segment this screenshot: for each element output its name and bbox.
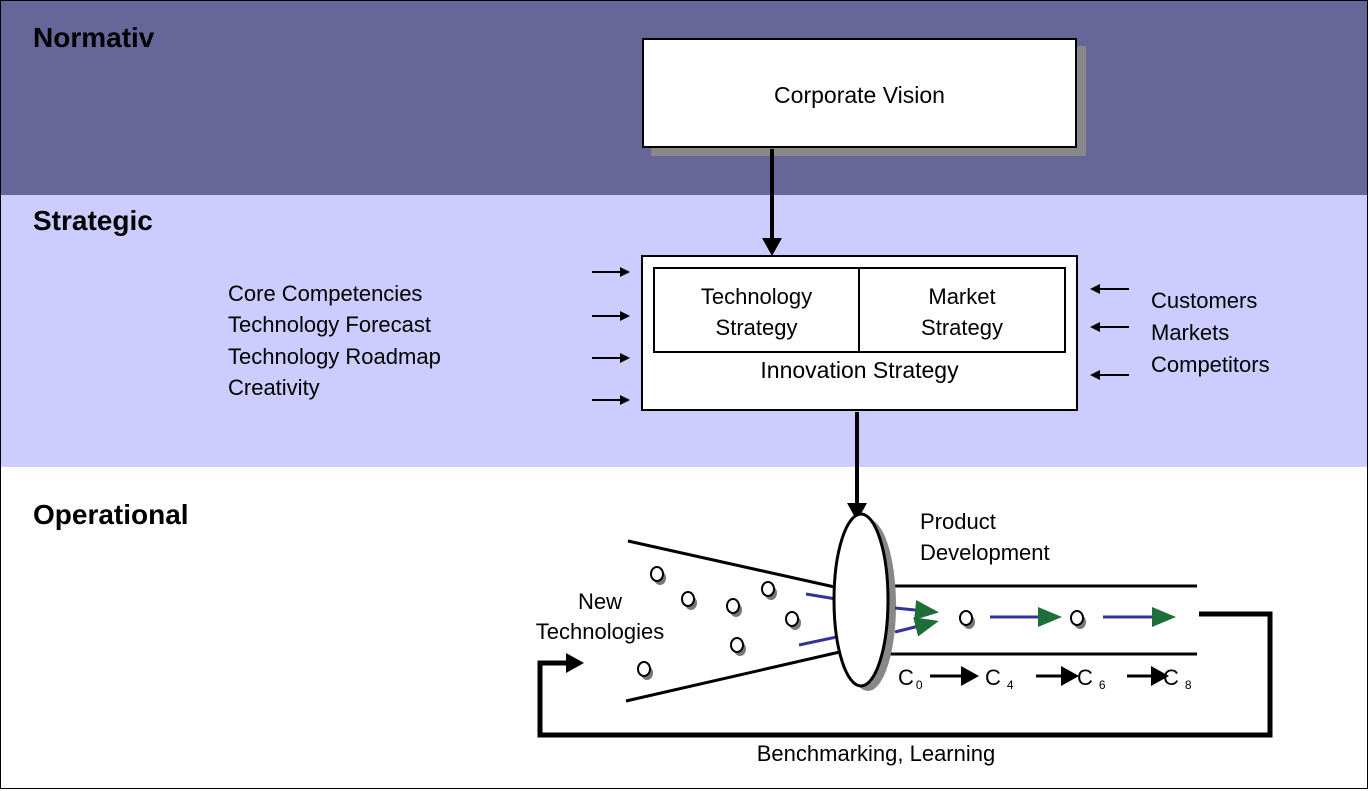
new-technologies-line1: New bbox=[577, 589, 622, 614]
market-strategy-line2: Strategy bbox=[921, 315, 1003, 340]
layer-title-strategic: Strategic bbox=[33, 205, 153, 236]
feedback-loop bbox=[537, 611, 1273, 738]
bubble-6 bbox=[730, 637, 746, 656]
right-input-competitors: Competitors bbox=[1151, 352, 1270, 377]
left-input-technology-roadmap: Technology Roadmap bbox=[228, 344, 441, 369]
stage-c4-letter: C bbox=[985, 665, 1001, 690]
bubble-3 bbox=[726, 598, 742, 617]
right-input-markets: Markets bbox=[1151, 320, 1230, 345]
stage-c0-sub: 0 bbox=[915, 678, 923, 692]
bubble-9 bbox=[1070, 610, 1086, 629]
technology-bubbles bbox=[637, 566, 1086, 680]
left-input-creativity: Creativity bbox=[228, 375, 320, 400]
new-technologies-line2: Technologies bbox=[535, 619, 665, 644]
corporate-vision-box bbox=[642, 38, 1077, 148]
right-input-arrows bbox=[1090, 284, 1129, 380]
layer-title-normativ: Normativ bbox=[33, 22, 155, 53]
market-strategy-line1: Market bbox=[928, 284, 996, 309]
innovation-strategy-label: Innovation Strategy bbox=[760, 357, 959, 383]
stage-c8-sub: 8 bbox=[1184, 678, 1192, 692]
left-input-arrows bbox=[592, 267, 630, 405]
stage-c0-letter: C bbox=[898, 665, 914, 690]
left-input-technology-forecast: Technology Forecast bbox=[228, 312, 431, 337]
bubble-1 bbox=[650, 566, 666, 585]
technology-strategy-box bbox=[653, 267, 860, 353]
bubble-7 bbox=[637, 661, 653, 680]
stage-c4-sub: 4 bbox=[1006, 678, 1014, 692]
product-development-line2: Development bbox=[920, 540, 1050, 565]
right-input-customers: Customers bbox=[1151, 288, 1258, 313]
lens bbox=[832, 512, 890, 688]
market-strategy-box bbox=[858, 267, 1066, 353]
bubble-5 bbox=[785, 611, 801, 630]
left-input-core-competencies: Core Competencies bbox=[228, 281, 423, 306]
stage-c6-letter: C bbox=[1077, 665, 1093, 690]
technology-strategy-line2: Strategy bbox=[715, 315, 798, 340]
feedback-label: Benchmarking, Learning bbox=[756, 741, 996, 766]
blue-flow-arrows-right bbox=[894, 600, 1176, 637]
corporate-vision-label: Corporate Vision bbox=[774, 82, 945, 108]
funnel-lines bbox=[625, 539, 1197, 703]
technology-strategy-line1: Technology bbox=[700, 284, 813, 309]
stage-c6-sub: 6 bbox=[1098, 678, 1106, 692]
bubble-8 bbox=[959, 610, 975, 629]
bubble-4 bbox=[761, 581, 777, 600]
product-development-line1: Product bbox=[920, 509, 996, 534]
layer-title-operational: Operational bbox=[33, 499, 189, 530]
bubble-2 bbox=[681, 591, 697, 610]
